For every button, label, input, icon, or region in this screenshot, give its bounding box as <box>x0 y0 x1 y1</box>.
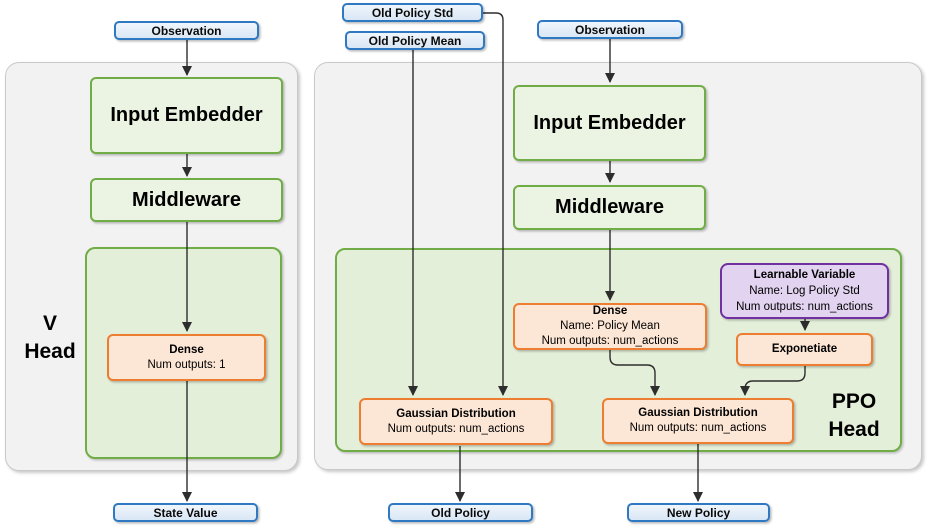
dense-box-policy-mean: Dense Name: Policy Mean Num outputs: num… <box>513 303 707 350</box>
learnable-variable-title: Learnable Variable <box>753 269 856 281</box>
input-embedder-box-v: Input Embedder <box>90 77 283 154</box>
middleware-box-ppo: Middleware <box>513 185 706 230</box>
learnable-variable-name: Name: Log Policy Std <box>749 285 860 297</box>
new-policy-output: New Policy <box>627 503 770 522</box>
old-policy-output: Old Policy <box>388 503 533 522</box>
dense-outputs-v: Num outputs: 1 <box>147 358 226 371</box>
gaussian-distribution-new-box: Gaussian Distribution Num outputs: num_a… <box>602 398 794 444</box>
gaussian-old-title: Gaussian Distribution <box>396 407 516 420</box>
dense-name-ppo: Name: Policy Mean <box>560 320 660 332</box>
gaussian-distribution-old-box: Gaussian Distribution Num outputs: num_a… <box>359 398 553 445</box>
state-value-output: State Value <box>113 503 258 522</box>
gaussian-old-outputs: Num outputs: num_actions <box>387 422 525 435</box>
ppo-head-label: PPO Head <box>814 388 894 444</box>
v-head-label: V Head <box>12 310 88 366</box>
ppo-head-label-line2: Head <box>828 418 880 441</box>
old-policy-std-input: Old Policy Std <box>342 3 483 22</box>
observation-input-ppo: Observation <box>537 20 683 39</box>
observation-input-v: Observation <box>114 21 259 40</box>
middleware-box-v: Middleware <box>90 178 283 222</box>
input-embedder-box-ppo: Input Embedder <box>513 85 706 161</box>
dense-outputs-ppo: Num outputs: num_actions <box>541 335 679 347</box>
gaussian-new-outputs: Num outputs: num_actions <box>629 422 767 434</box>
v-head-label-line1: V <box>42 312 57 335</box>
dense-box-v: Dense Num outputs: 1 <box>107 334 266 381</box>
ppo-head-label-line1: PPO <box>831 390 877 413</box>
learnable-variable-outputs: Num outputs: num_actions <box>736 301 873 313</box>
old-policy-mean-input: Old Policy Mean <box>345 31 485 50</box>
learnable-variable-box: Learnable Variable Name: Log Policy Std … <box>720 263 889 319</box>
exponetiate-label: Exponetiate <box>771 343 838 355</box>
dense-title-ppo: Dense <box>592 305 628 317</box>
exponetiate-box: Exponetiate <box>736 333 873 366</box>
v-head-label-line2: Head <box>24 340 76 363</box>
dense-title-v: Dense <box>169 343 204 356</box>
gaussian-new-title: Gaussian Distribution <box>638 407 758 419</box>
